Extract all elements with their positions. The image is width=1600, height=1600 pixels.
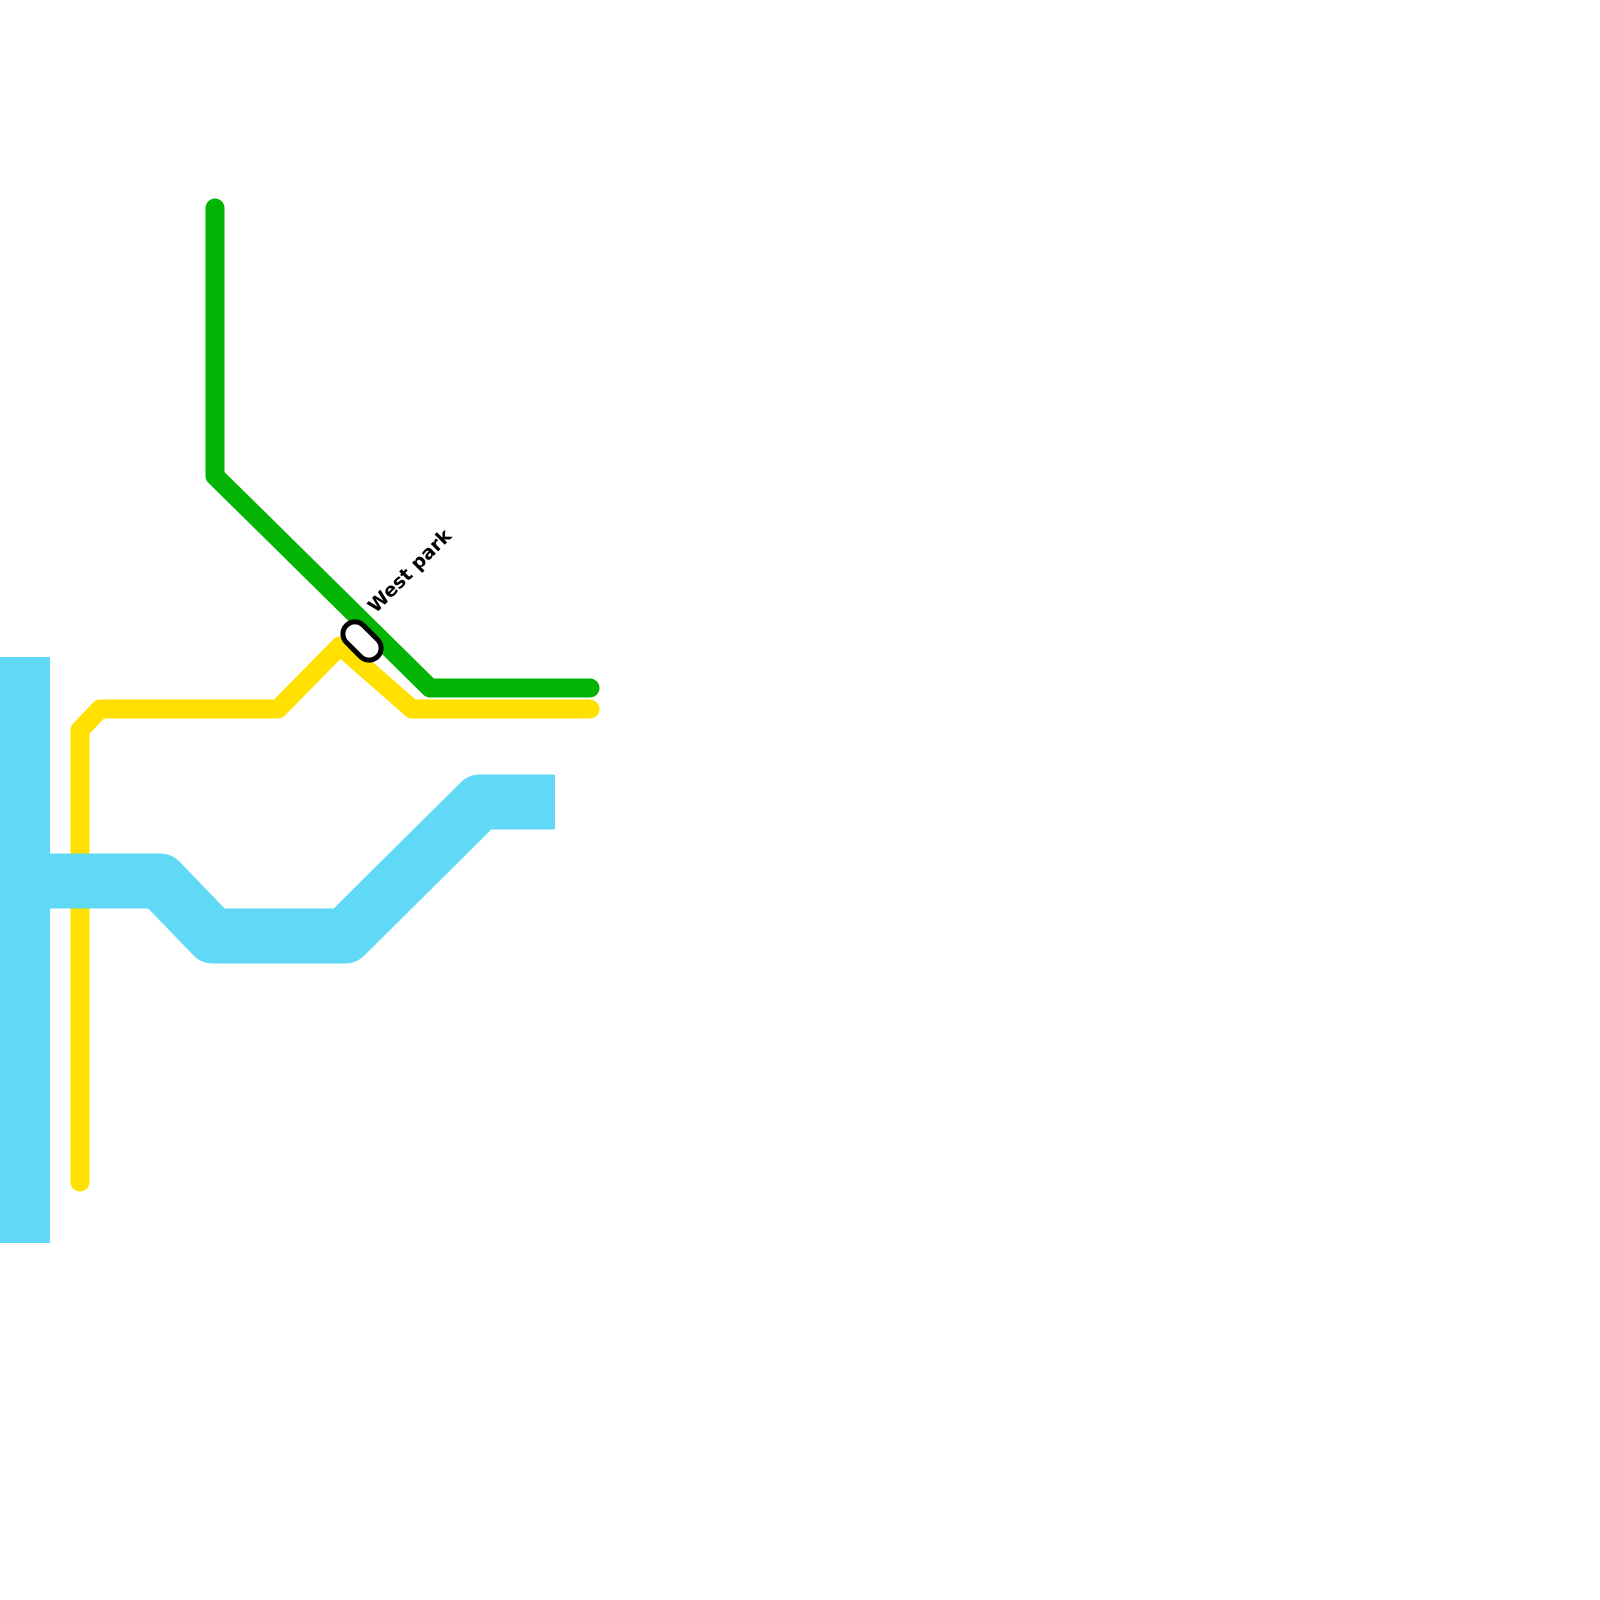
cyan-line-branch xyxy=(0,774,555,964)
station-marker-west-park[interactable] xyxy=(338,617,386,665)
transit-lines xyxy=(0,198,600,1243)
green-line xyxy=(205,198,600,698)
yellow-line xyxy=(70,636,600,1192)
stations xyxy=(338,617,386,665)
